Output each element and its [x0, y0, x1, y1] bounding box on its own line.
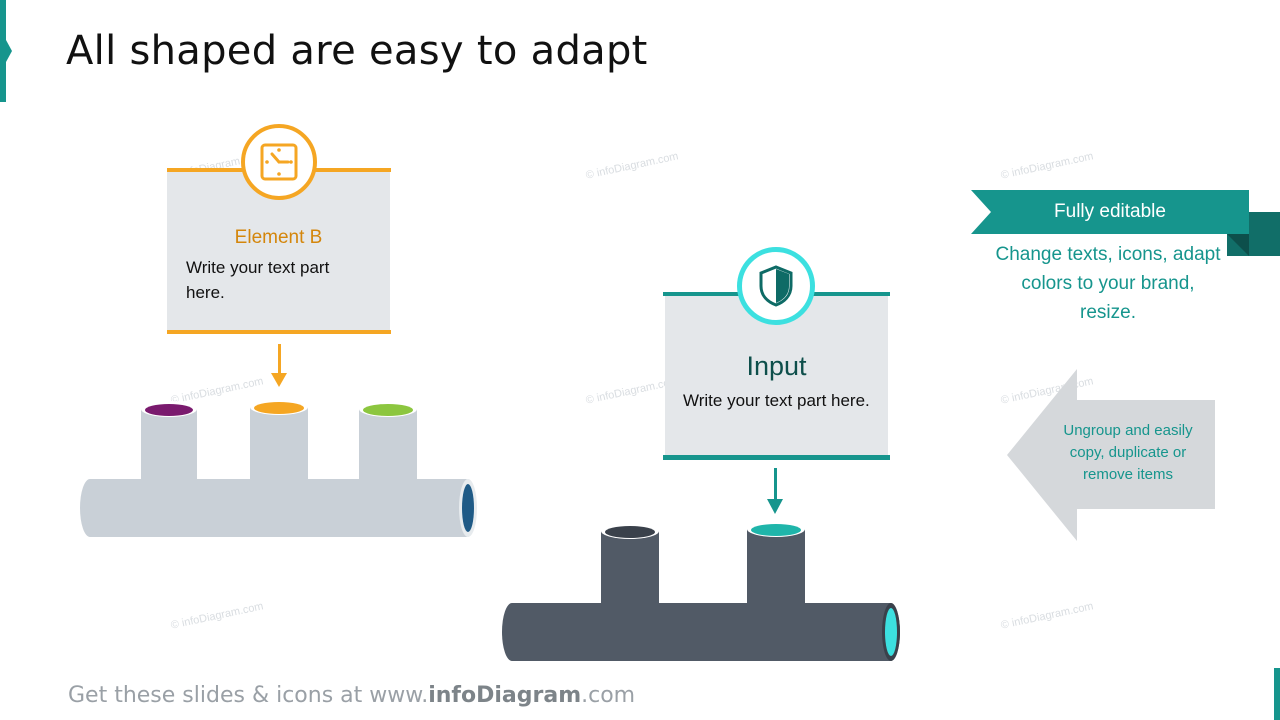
- slide-title: All shaped are easy to adapt: [66, 28, 648, 74]
- light-pipe: [80, 399, 477, 537]
- input-arrow: [774, 468, 777, 502]
- input-body: Write your text part here.: [683, 391, 870, 410]
- orange-pipe-opening: [254, 402, 304, 414]
- ungroup-arrow-shape: [1007, 369, 1215, 541]
- callout-text: Change texts, icons, adapt colors to you…: [995, 244, 1221, 323]
- element-b-bottom-line: [167, 330, 391, 334]
- ungroup-text: Ungroup and easily copy, duplicate or re…: [1063, 422, 1193, 483]
- footer-suffix: .com: [581, 683, 636, 708]
- fully-editable-ribbon: Fully editable: [971, 190, 1249, 234]
- footer-text: Get these slides & icons at www.infoDiag…: [68, 683, 635, 708]
- blue-pipe-end: [462, 484, 474, 532]
- cyan-pipe-end: [885, 608, 897, 656]
- element-b-badge: [241, 124, 317, 200]
- element-b-arrow-head: [271, 373, 287, 387]
- element-b-title: Element B: [234, 227, 323, 248]
- shield-icon: [759, 265, 793, 307]
- teal-pipe-opening: [751, 524, 801, 536]
- input-title: Input: [746, 351, 807, 381]
- clock-icon: [260, 143, 298, 181]
- dark-pipe: [502, 521, 900, 661]
- input-bottom-line: [663, 455, 890, 460]
- title-accent-notch: [6, 40, 12, 62]
- lime-pipe-opening: [363, 404, 413, 416]
- element-b-arrow: [278, 344, 281, 376]
- title-accent-bar: [0, 0, 6, 102]
- input-badge: [737, 247, 815, 325]
- element-b-body: Write your text part here.: [186, 258, 330, 302]
- purple-pipe-opening: [145, 404, 193, 416]
- footer-prefix: Get these slides & icons at www.: [68, 683, 429, 708]
- ribbon-fold-corner: [1227, 234, 1249, 256]
- ribbon-label: Fully editable: [1054, 201, 1166, 222]
- footer-brand: infoDiagram: [428, 683, 582, 708]
- corner-accent-bar: [1274, 668, 1280, 720]
- input-arrow-head: [767, 499, 783, 514]
